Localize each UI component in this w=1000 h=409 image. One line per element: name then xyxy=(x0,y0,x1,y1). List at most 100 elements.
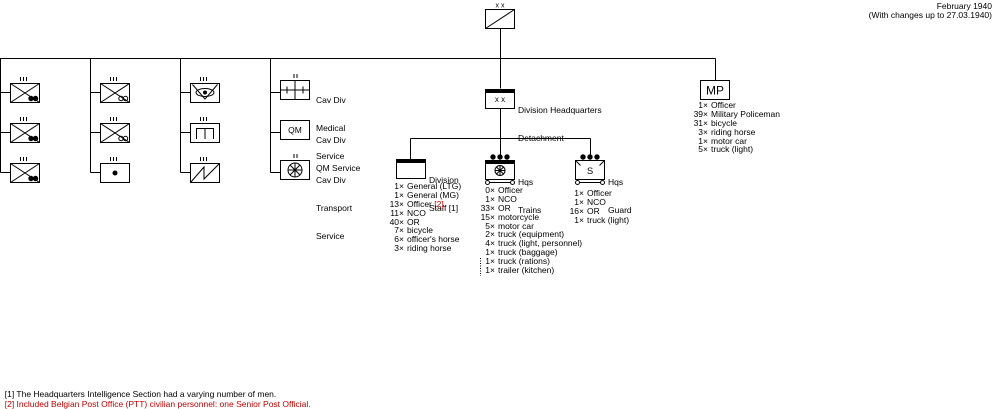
item-text: Officer xyxy=(587,188,612,198)
item-text: truck (rations) xyxy=(498,256,550,267)
item-text: truck (equipment) xyxy=(498,229,565,240)
item-quantity: 1× xyxy=(485,265,495,276)
hqs-trains-symbol xyxy=(485,154,515,185)
col4-units xyxy=(280,74,310,180)
list-item: 0×Officer xyxy=(479,186,582,195)
item-text: riding horse xyxy=(407,243,452,254)
col3-units xyxy=(190,77,220,183)
list-item: 1×motor car xyxy=(692,135,780,146)
item-quantity: 2× xyxy=(485,229,495,240)
hqs-trains-label: Hqs Trains xyxy=(518,177,542,216)
item-text: OR xyxy=(587,205,600,216)
list-item: 3×riding horse xyxy=(692,126,780,137)
item-quantity: 3× xyxy=(698,126,708,137)
footnote-1: [1] The Headquarters Intelligence Sectio… xyxy=(4,389,277,399)
item-text: motor car xyxy=(711,135,747,146)
item-quantity: 0× xyxy=(485,185,495,195)
item-quantity: 13× xyxy=(389,198,404,209)
cavalry-motorised-symbol xyxy=(10,117,40,143)
cavalry-motorised-symbol xyxy=(10,157,40,183)
item-quantity: 7× xyxy=(394,225,404,236)
item-quantity: 1× xyxy=(574,188,584,198)
transport-service-symbol xyxy=(280,154,310,180)
item-quantity: 40× xyxy=(389,216,404,227)
item-text: officer's horse xyxy=(407,234,460,245)
item-text: OR xyxy=(498,202,511,213)
armored-recon-symbol xyxy=(190,77,220,103)
division-staff-list: 1×General (LTG)1×General (MG)13×Officer … xyxy=(388,182,462,253)
item-quantity: 5× xyxy=(485,220,495,231)
item-text: riding horse xyxy=(711,126,756,137)
signals-symbol xyxy=(190,157,220,183)
artillery-symbol xyxy=(100,157,130,183)
item-quantity: 1× xyxy=(574,214,584,225)
hqs-guard-label: Hqs Guard xyxy=(608,177,632,216)
header-date: February 1940 xyxy=(936,1,992,11)
list-item: 1×Officer xyxy=(692,101,780,110)
item-text: trailer (kitchen) xyxy=(498,265,555,276)
item-quantity: 1× xyxy=(485,247,495,258)
list-item: 2×truck (equipment) xyxy=(479,230,582,239)
item-text: NCO xyxy=(498,193,517,204)
cavalry-motorised-symbol xyxy=(10,77,40,103)
list-item: 1×NCO xyxy=(568,196,629,207)
list-item: 1×truck (light) xyxy=(568,214,630,225)
item-text: truck (baggage) xyxy=(498,247,558,258)
division-staff-label: Division Staff [1] xyxy=(429,175,459,214)
item-quantity: 1× xyxy=(485,193,495,204)
list-item: 1×General (MG) xyxy=(388,189,461,200)
medical-service-label: Cav Div Medical Service xyxy=(316,95,346,161)
item-text: truck (light) xyxy=(711,144,754,155)
org-chart-canvas: x x x x QM S MP xyxy=(0,3,730,276)
list-item: 6×officer's horse xyxy=(388,235,461,244)
item-quantity: 11× xyxy=(390,207,404,218)
list-item: 1×General (LTG) xyxy=(388,182,461,191)
item-quantity: 1× xyxy=(698,135,708,146)
hq-symbol-text: x x xyxy=(495,95,505,104)
item-quantity: 3× xyxy=(394,243,404,254)
medical-service-symbol xyxy=(280,74,310,100)
item-quantity: 16× xyxy=(569,205,584,216)
item-quantity: 1× xyxy=(698,100,708,110)
item-text: NCO xyxy=(587,196,606,207)
list-item: 4×truck (light, personnel) xyxy=(479,239,582,248)
list-item: 39×Military Policeman xyxy=(692,108,780,119)
list-item: 3×riding horse xyxy=(388,244,461,253)
list-item: 1×trailer (kitchen) xyxy=(479,266,582,275)
list-item: 33×OR xyxy=(479,202,582,213)
item-text: motor car xyxy=(498,220,534,231)
list-item: 40×OR xyxy=(388,216,461,227)
footnote-ref: [2] xyxy=(434,198,444,209)
list-item: 11×NCO xyxy=(388,207,461,218)
division-staff-symbol xyxy=(396,159,426,179)
item-text: truck (light) xyxy=(587,214,630,225)
transport-service-label: Cav Div Transport Service xyxy=(316,175,353,241)
item-text: truck (light, personnel) xyxy=(498,238,583,249)
item-quantity: 39× xyxy=(693,108,708,119)
item-quantity: 1× xyxy=(574,196,584,207)
item-text: Officer xyxy=(711,100,736,110)
list-item: 5×motor car xyxy=(479,220,582,231)
cavalry-bicycle-symbol xyxy=(100,77,130,103)
item-text: bicycle xyxy=(711,117,737,128)
qm-symbol-text: QM xyxy=(288,125,302,135)
item-text: OR xyxy=(407,216,420,227)
division-symbol xyxy=(485,9,515,29)
col1-units xyxy=(10,77,40,183)
footnote-2: [2] Included Belgian Post Office (PTT) c… xyxy=(4,399,311,409)
item-text: General (MG) xyxy=(407,189,459,200)
hq-detachment-label: Division Headquarters Detachment xyxy=(518,105,602,144)
item-quantity: 33× xyxy=(480,202,495,213)
item-text: Military Policeman xyxy=(711,108,780,119)
hqs-guard-symbol-text: S xyxy=(587,166,593,177)
header-changes: (With changes up to 27.03.1940) xyxy=(868,10,992,20)
list-item: 1×NCO xyxy=(479,193,582,204)
item-text: motorcycle xyxy=(498,211,540,222)
qm-service-symbol xyxy=(280,120,310,140)
hqs-guard-symbol xyxy=(575,154,605,185)
list-item: 1×Officer xyxy=(568,189,629,198)
item-quantity: 4× xyxy=(485,238,495,249)
list-item: 31×bicycle xyxy=(692,117,780,128)
